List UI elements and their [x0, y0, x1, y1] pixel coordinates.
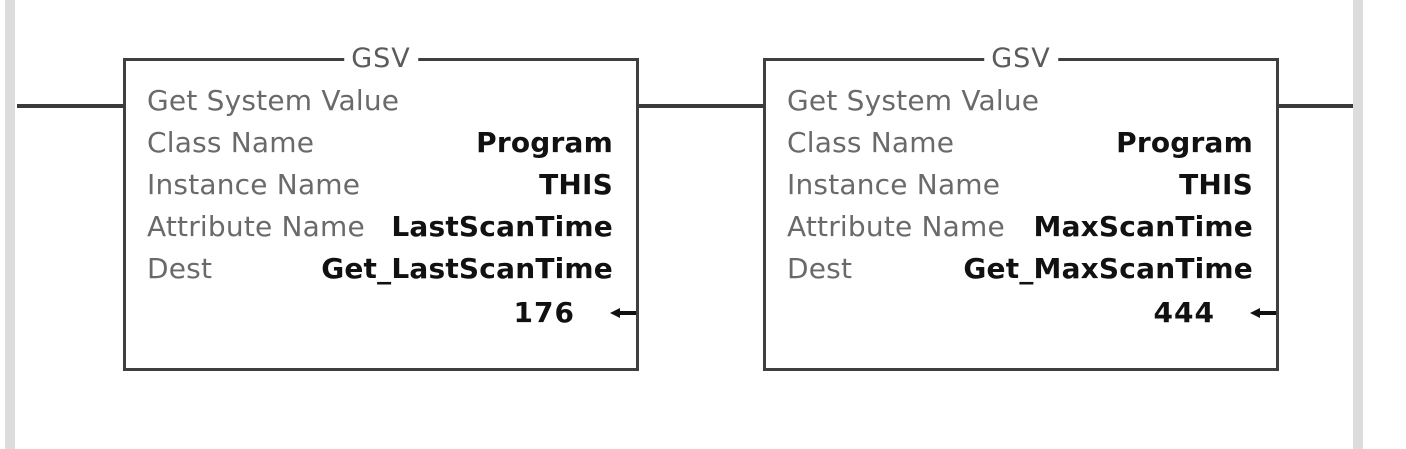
operand-label-attribute-name: Attribute Name	[787, 210, 1005, 243]
right-power-rail	[1353, 0, 1363, 449]
operand-value-attribute-name[interactable]: LastScanTime	[391, 210, 613, 243]
operand-row-class-name[interactable]: Class Name Program	[787, 122, 1253, 164]
operand-label-instance-name: Instance Name	[147, 168, 361, 201]
gsv-instruction-block-1[interactable]: GSV Get System Value Class Name Program …	[123, 45, 639, 371]
operand-row-class-name[interactable]: Class Name Program	[147, 122, 613, 164]
instruction-title: Get System Value	[147, 84, 400, 117]
operand-value-instance-name[interactable]: THIS	[539, 168, 613, 201]
operand-label-class-name: Class Name	[147, 126, 315, 159]
gsv-instruction-block-2[interactable]: GSV Get System Value Class Name Program …	[763, 45, 1279, 371]
live-value: 176	[513, 296, 575, 329]
operand-row-dest[interactable]: Dest Get_MaxScanTime	[787, 248, 1253, 290]
live-value: 444	[1153, 296, 1215, 329]
operand-value-attribute-name[interactable]: MaxScanTime	[1033, 210, 1253, 243]
operand-label-dest: Dest	[787, 252, 853, 285]
instruction-body: Get System Value Class Name Program Inst…	[787, 80, 1276, 336]
instruction-mnemonic: GSV	[344, 45, 418, 73]
operand-row-instance-name[interactable]: Instance Name THIS	[787, 164, 1253, 206]
operand-label-dest: Dest	[147, 252, 213, 285]
operand-value-class-name[interactable]: Program	[476, 126, 613, 159]
live-value-row: 444	[787, 290, 1276, 336]
left-arrow-icon	[1250, 308, 1276, 318]
instruction-body: Get System Value Class Name Program Inst…	[147, 80, 636, 336]
rung-wire-input[interactable]	[17, 104, 124, 108]
operand-row-attribute-name[interactable]: Attribute Name MaxScanTime	[787, 206, 1253, 248]
operand-row-dest[interactable]: Dest Get_LastScanTime	[147, 248, 613, 290]
operand-value-dest[interactable]: Get_LastScanTime	[321, 252, 613, 285]
operand-label-class-name: Class Name	[787, 126, 955, 159]
left-arrow-icon	[610, 308, 636, 318]
operand-value-dest[interactable]: Get_MaxScanTime	[963, 252, 1253, 285]
operand-row-attribute-name[interactable]: Attribute Name LastScanTime	[147, 206, 613, 248]
instruction-title-row: Get System Value	[787, 80, 1253, 122]
rung-wire-middle[interactable]	[637, 104, 764, 108]
rung-wire-output[interactable]	[1275, 104, 1353, 108]
operand-label-attribute-name: Attribute Name	[147, 210, 365, 243]
operand-label-instance-name: Instance Name	[787, 168, 1001, 201]
instruction-title: Get System Value	[787, 84, 1040, 117]
operand-row-instance-name[interactable]: Instance Name THIS	[147, 164, 613, 206]
live-value-row: 176	[147, 290, 636, 336]
operand-value-instance-name[interactable]: THIS	[1179, 168, 1253, 201]
left-power-rail	[5, 0, 15, 449]
instruction-mnemonic: GSV	[984, 45, 1058, 73]
instruction-title-row: Get System Value	[147, 80, 613, 122]
operand-value-class-name[interactable]: Program	[1116, 126, 1253, 159]
